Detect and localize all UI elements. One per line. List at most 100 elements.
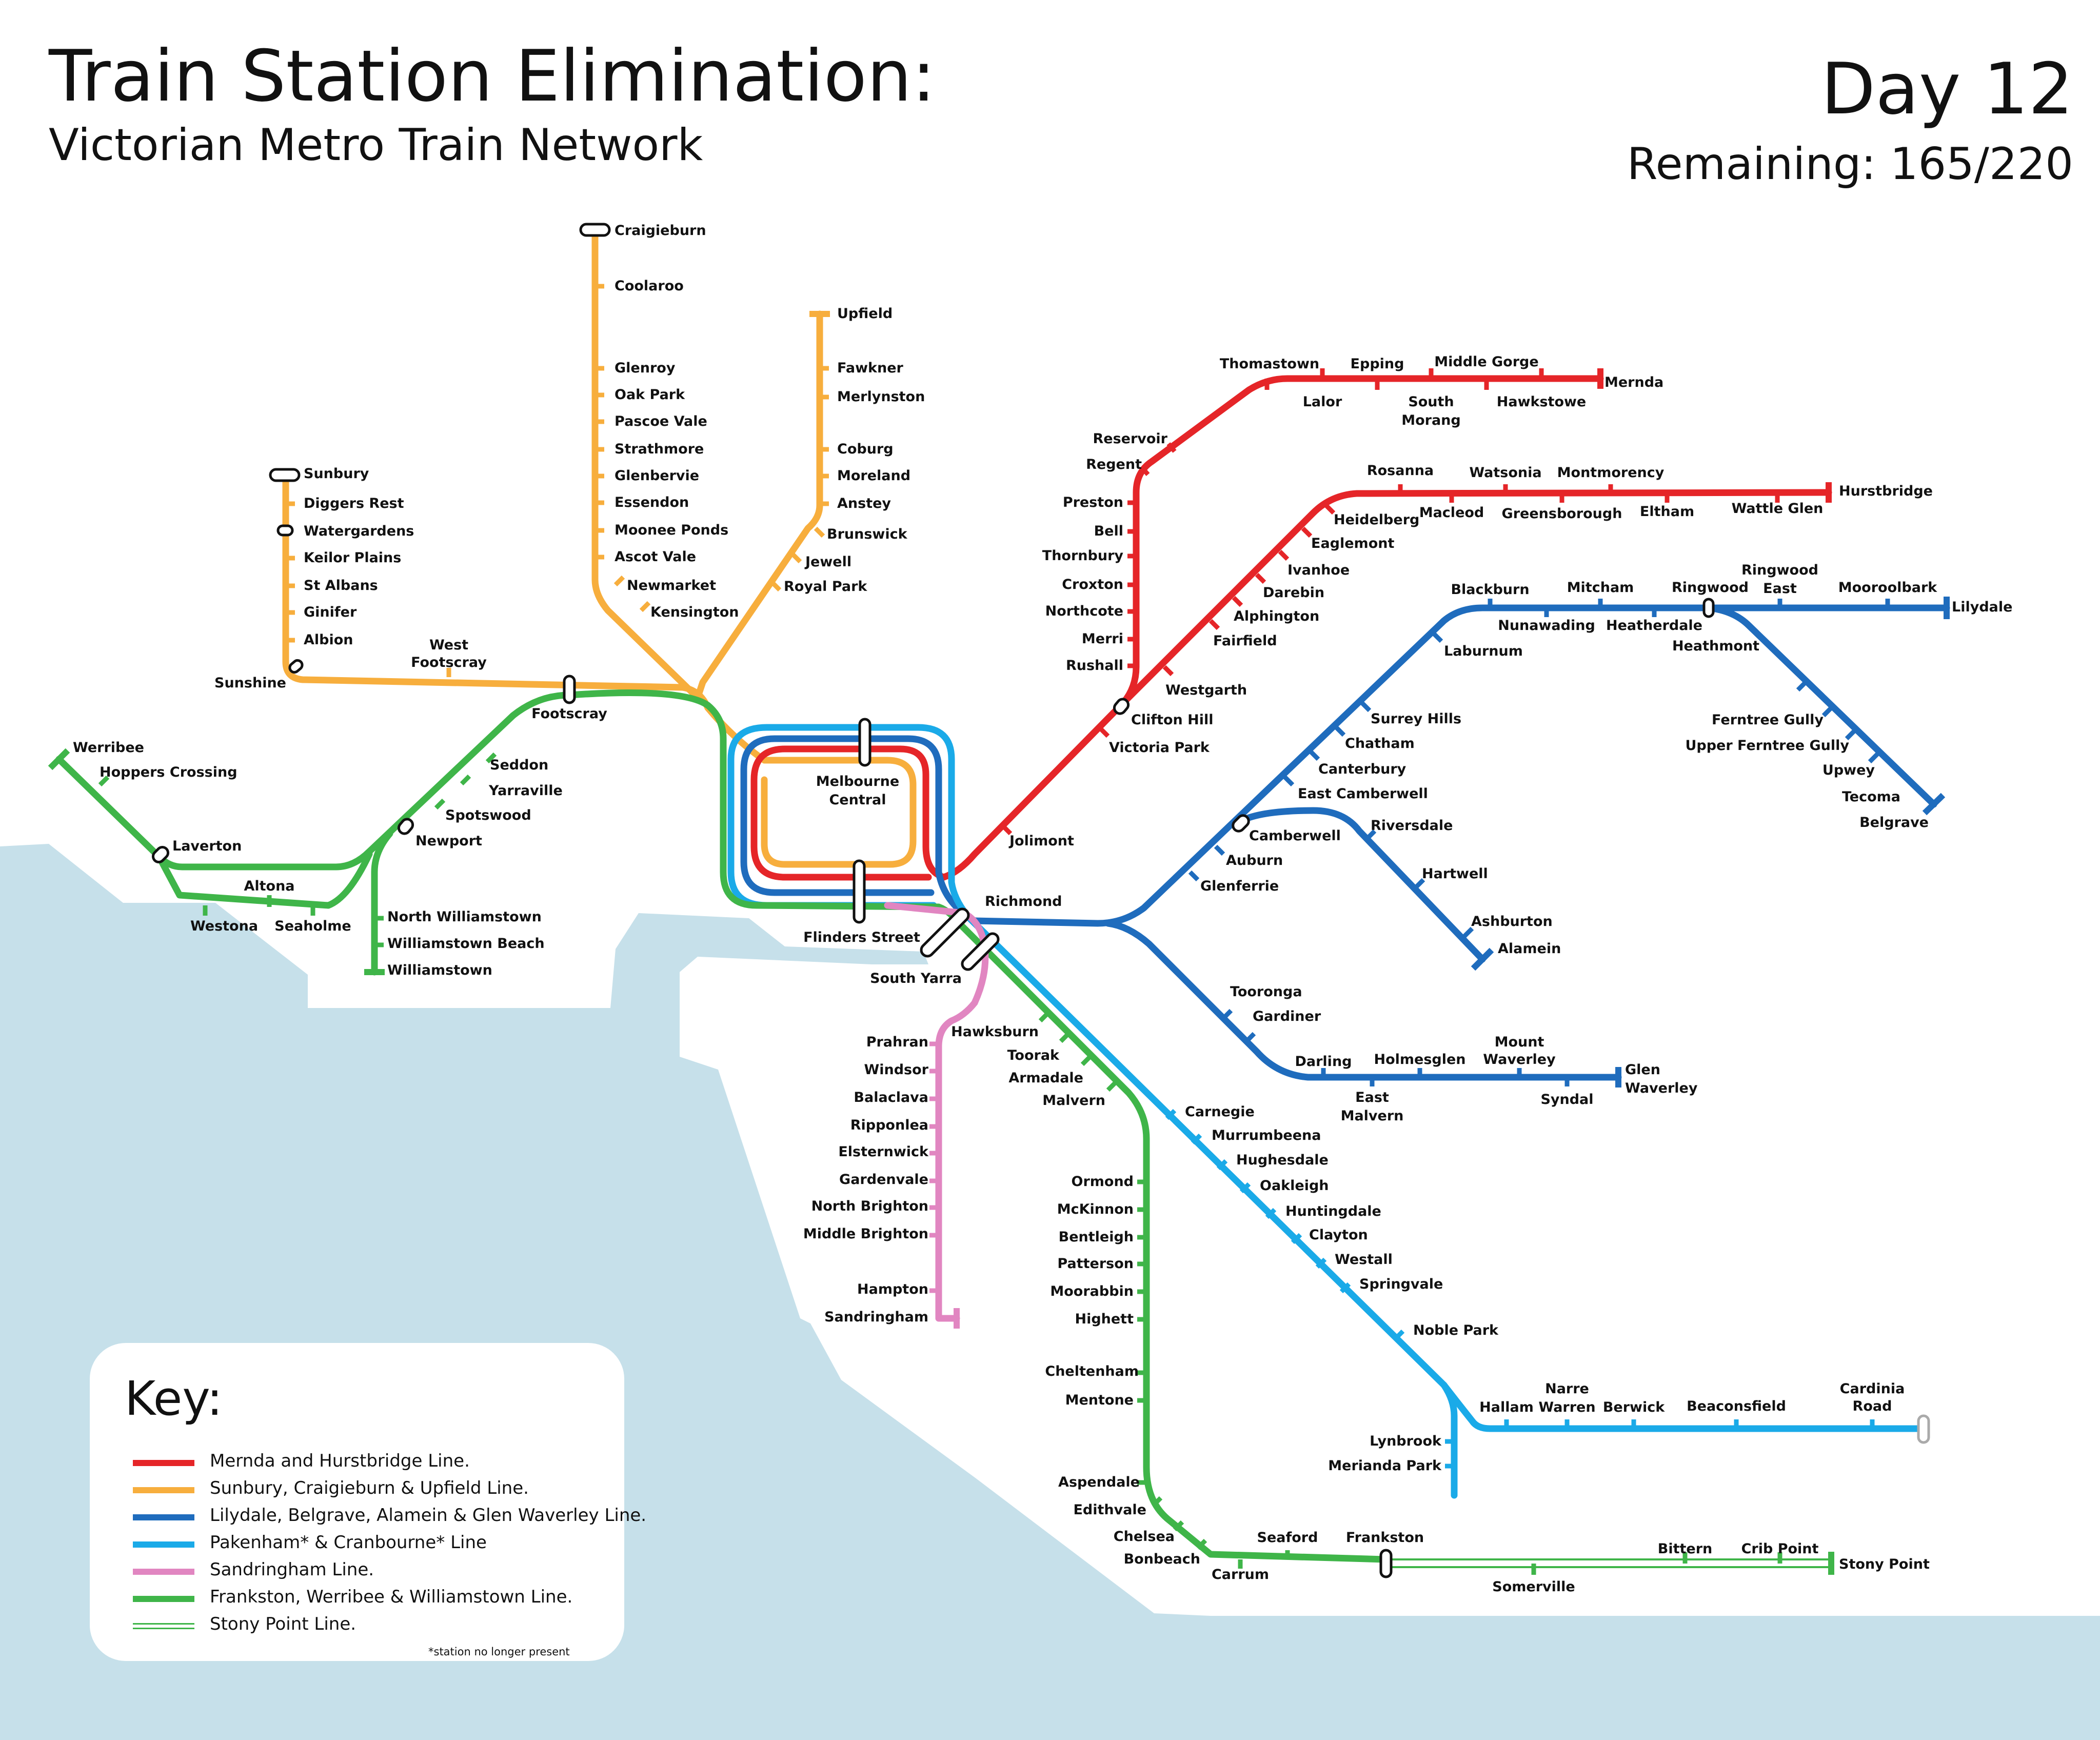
ringwood-pill bbox=[1702, 598, 1715, 618]
cardinia-pill bbox=[1917, 1414, 1930, 1444]
williamstown-line bbox=[371, 830, 393, 976]
station-tick bbox=[1080, 1055, 1092, 1066]
station-label: Mentone bbox=[1065, 1392, 1134, 1408]
station-label: Fairfield bbox=[1213, 633, 1277, 649]
terminus-werribee bbox=[48, 748, 70, 770]
orange-loop bbox=[704, 704, 917, 868]
station-tick bbox=[1244, 1032, 1256, 1043]
station-tick bbox=[1334, 725, 1346, 737]
station-tick bbox=[1188, 870, 1200, 882]
clifton-hill-pill bbox=[1113, 698, 1130, 715]
station-tick bbox=[1106, 1080, 1118, 1092]
mernda-line bbox=[940, 375, 1604, 881]
title-block: Train Station Elimination: Victorian Met… bbox=[49, 41, 936, 170]
station-label: Highett bbox=[1075, 1311, 1134, 1327]
sandringham-line bbox=[884, 902, 989, 1322]
station-label: Sandringham bbox=[824, 1309, 928, 1325]
station-label: Prahran bbox=[866, 1034, 928, 1050]
station-label: Hampton bbox=[857, 1281, 928, 1297]
station-tick bbox=[613, 575, 625, 587]
legend-swatch-stony-point bbox=[133, 1623, 194, 1629]
station-label: Craigieburn bbox=[615, 223, 706, 239]
legend-row: Pakenham* & Cranbourne* Line bbox=[133, 1532, 615, 1553]
station-label: Ringwood bbox=[1741, 562, 1818, 578]
station-label: Laverton bbox=[172, 838, 242, 854]
station-label: Narre bbox=[1545, 1381, 1589, 1397]
station-label: Merri bbox=[1082, 631, 1123, 647]
station-label: East bbox=[1763, 581, 1797, 597]
station-label: Watergardens bbox=[304, 523, 414, 539]
station-label: Westona bbox=[190, 918, 258, 934]
station-label: Thomastown bbox=[1220, 356, 1319, 372]
station-label: Ferntree Gully bbox=[1712, 712, 1824, 728]
station-label: Road bbox=[1853, 1398, 1892, 1414]
station-label: Jewell bbox=[804, 554, 851, 570]
station-tick bbox=[1339, 1282, 1351, 1294]
station-label: Oak Park bbox=[615, 387, 685, 403]
station-tick bbox=[814, 526, 825, 538]
glen-waverley-line bbox=[1104, 920, 1622, 1081]
stony-point-line bbox=[1384, 1558, 1832, 1568]
station-label: Stony Point bbox=[1839, 1556, 1930, 1572]
richmond-pill bbox=[920, 907, 970, 958]
station-label: Mooroolbark bbox=[1838, 580, 1937, 596]
station-tick bbox=[1162, 665, 1174, 677]
south-yarra-pill bbox=[961, 932, 1000, 971]
station-label: Croxton bbox=[1062, 577, 1123, 592]
station-label: Montmorency bbox=[1557, 465, 1665, 481]
station-label: Mount bbox=[1495, 1034, 1544, 1050]
legend-note: *station no longer present bbox=[428, 1646, 570, 1658]
terminus-belgrave bbox=[1922, 793, 1946, 816]
station-label: Chatham bbox=[1345, 736, 1415, 752]
station-label: Flinders Street bbox=[803, 930, 920, 945]
legend-title: Key: bbox=[125, 1371, 223, 1426]
station-label: Epping bbox=[1351, 356, 1404, 372]
station-tick bbox=[1239, 1182, 1251, 1194]
station-label: Elsternwick bbox=[838, 1144, 929, 1160]
station-label: Surrey Hills bbox=[1371, 711, 1461, 727]
station-label: Yarraville bbox=[488, 783, 563, 799]
station-label: Bell bbox=[1094, 523, 1123, 539]
hurstbridge-line bbox=[1120, 489, 1832, 706]
station-label: Hawksburn bbox=[951, 1024, 1039, 1040]
station-label: Springvale bbox=[1359, 1276, 1443, 1292]
sunbury-terminus bbox=[269, 468, 301, 482]
station-label: Keilor Plains bbox=[304, 550, 401, 566]
station-label: Glenferrie bbox=[1200, 878, 1279, 894]
darkblue-loop bbox=[740, 735, 978, 924]
frankston-line bbox=[956, 920, 1389, 1563]
station-label: Bentleigh bbox=[1059, 1229, 1134, 1245]
station-label: Melbourne bbox=[816, 774, 899, 789]
station-label: Central bbox=[829, 792, 886, 808]
station-label: Somerville bbox=[1492, 1579, 1575, 1595]
station-tick bbox=[639, 601, 651, 612]
station-label: Seddon bbox=[490, 757, 548, 773]
station-label: South Yarra bbox=[870, 971, 962, 986]
station-label: Eaglemont bbox=[1311, 536, 1394, 551]
day-counter: Day 12 Remaining: 165/220 bbox=[1627, 54, 2073, 189]
station-label: Ashburton bbox=[1471, 914, 1553, 930]
craigieburn-terminus bbox=[579, 223, 611, 237]
station-label: Upwey bbox=[1822, 762, 1875, 778]
red-loop bbox=[750, 745, 947, 881]
station-label: Riversdale bbox=[1371, 818, 1453, 834]
station-tick bbox=[1283, 775, 1295, 787]
station-label: Coolaroo bbox=[615, 278, 684, 294]
station-label: McKinnon bbox=[1057, 1201, 1134, 1217]
station-tick bbox=[1001, 824, 1013, 836]
terminus-alamein bbox=[1471, 947, 1494, 971]
legend-row: Lilydale, Belgrave, Alamein & Glen Waver… bbox=[133, 1505, 646, 1526]
station-label: Heathmont bbox=[1672, 638, 1759, 654]
station-label: Sunbury bbox=[304, 466, 369, 482]
station-tick bbox=[1255, 572, 1266, 584]
station-tick bbox=[1165, 1109, 1177, 1120]
station-label: Victoria Park bbox=[1109, 740, 1210, 756]
station-tick bbox=[1821, 706, 1833, 718]
legend-swatch-darkblue bbox=[133, 1514, 194, 1520]
laverton-pill bbox=[151, 845, 170, 864]
station-label: Morang bbox=[1401, 412, 1461, 428]
page-title: Train Station Elimination: bbox=[49, 35, 936, 117]
station-label: Hartwell bbox=[1422, 866, 1488, 882]
station-label: Reservoir bbox=[1093, 431, 1167, 447]
